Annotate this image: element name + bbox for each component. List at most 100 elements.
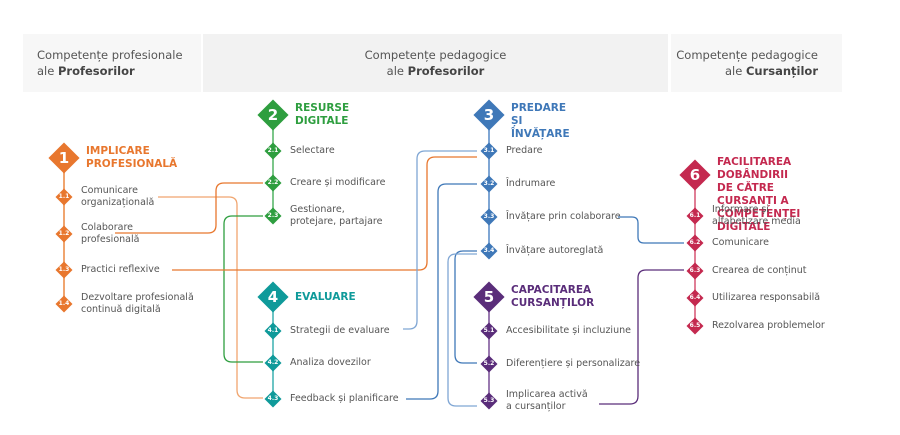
competence-label: Feedback și planificare (290, 393, 399, 406)
competence-label: Comunicare (712, 237, 769, 250)
area-title-line: DE CĂTRE CURSANȚI A (717, 181, 789, 207)
competence-label: Practici reflexive (81, 264, 160, 277)
area-spine-line (488, 297, 490, 401)
area-title-line: CAPACITAREA (511, 284, 592, 296)
competence-number: 3.3 (483, 213, 495, 220)
competence-number: 1.1 (58, 193, 70, 200)
competence-label-line: continuă digitală (81, 304, 161, 315)
connection-3-2-to-4-3 (406, 183, 477, 400)
competence-label: Crearea de conținut (712, 265, 806, 278)
competence-label: Creare și modificare (290, 177, 385, 190)
area-title-line: CURSANȚILOR (511, 297, 595, 309)
connection-5-3-to-6-3 (599, 269, 684, 405)
header-band-pedagogic-teachers: Competențe pedagogice ale Profesorilor (203, 34, 668, 92)
area-title-line: IMPLICARE (86, 145, 150, 157)
competence-label: Rezolvarea problemelor (712, 320, 825, 333)
competence-label-line: protejare, partajare (290, 216, 383, 227)
area-title: EVALUARE (295, 291, 356, 304)
header-prefix: ale (724, 64, 746, 78)
competence-label-line: Colaborare (81, 221, 134, 233)
competence-label-line: profesională (81, 234, 140, 245)
competence-label-line: Utilizarea responsabilă (712, 292, 821, 303)
competence-label-line: Creare și modificare (290, 177, 386, 188)
competence-number: 4.3 (267, 395, 279, 402)
competence-number: 2.2 (267, 179, 279, 186)
competence-label-line: Comunicare (712, 237, 769, 248)
area-number: 2 (267, 106, 279, 124)
area-title-line: EVALUARE (295, 290, 356, 303)
competence-label-line: a cursanților (506, 401, 566, 412)
competence-label-line: Predare (506, 145, 543, 156)
competence-number: 3.2 (483, 180, 495, 187)
area-title-line: PREDARE (511, 102, 567, 114)
competence-number: 5.3 (483, 397, 495, 404)
competence-label-line: Accesibilitate și incluziune (506, 325, 631, 336)
competence-label-line: Învățare prin colaborare (506, 211, 621, 222)
header-line1: Competențe pedagogice (676, 48, 818, 62)
competence-label: Predare (506, 145, 543, 158)
competence-label-line: Implicarea activă (506, 388, 588, 400)
competence-number: 4.1 (267, 327, 279, 334)
connection-1-1-to-4-3 (158, 196, 263, 399)
area-title-line: ȘI ÎNVĂȚARE (511, 115, 570, 140)
competence-label: Accesibilitate și incluziune (506, 325, 631, 338)
connection-3-3-to-6-2 (618, 216, 684, 244)
competence-label-line: alfabetizare media (712, 216, 801, 227)
area-number: 4 (267, 288, 279, 306)
area-number: 5 (483, 288, 495, 306)
competence-label-line: Rezolvarea problemelor (712, 320, 825, 331)
competence-number: 6.3 (689, 267, 701, 274)
competence-label: Strategii de evaluare (290, 325, 390, 338)
competence-number: 6.2 (689, 239, 701, 246)
competence-number: 1.3 (58, 266, 70, 273)
connection-3-4-to-5-3 (447, 253, 477, 407)
competence-label-line: Îndrumare (506, 178, 556, 189)
competence-number: 6.1 (689, 212, 701, 219)
competence-label-line: Învățare autoreglată (506, 245, 604, 256)
competence-label-line: Comunicare (81, 184, 138, 196)
competence-label-line: Crearea de conținut (712, 265, 807, 276)
competence-number: 1.4 (58, 300, 70, 307)
competence-label-line: Dezvoltare profesională (81, 291, 194, 303)
competence-number: 1.2 (58, 230, 70, 237)
competence-number: 5.1 (483, 327, 495, 334)
header-bold: Profesorilor (57, 64, 135, 78)
competence-label-line: Practici reflexive (81, 264, 160, 275)
header-text-professional: Competențe profesionale ale Profesorilor (37, 47, 183, 79)
connection-3-1-to-4-1 (403, 150, 477, 330)
connection-3-4-to-5-2 (454, 250, 477, 364)
competence-label: Îndrumare (506, 178, 555, 191)
competence-label: Diferențiere și personalizare (506, 358, 640, 371)
header-text-pedagogic-learners: Competențe pedagogice ale Cursanților (676, 47, 818, 79)
area-title-line: COMPETENȚEI DIGITALE (717, 207, 801, 233)
area-number: 1 (58, 149, 70, 167)
area-number: 3 (483, 106, 495, 124)
area-spine-line (272, 115, 274, 216)
competence-label-line: Strategii de evaluare (290, 325, 390, 336)
competence-label-line: Diferențiere și personalizare (506, 358, 641, 369)
competence-number: 2.3 (267, 212, 279, 219)
competence-label: Analiza dovezilor (290, 357, 371, 370)
competence-number: 3.4 (483, 247, 495, 254)
header-line1: Competențe pedagogice (364, 48, 507, 62)
competence-number: 6.5 (689, 322, 701, 329)
competence-number: 3.1 (483, 147, 495, 154)
competence-label-line: Gestionare, (290, 203, 345, 215)
competence-number: 5.2 (483, 360, 495, 367)
competence-number: 6.4 (689, 294, 701, 301)
competence-label: Selectare (290, 145, 335, 158)
header-band-pedagogic-learners: Competențe pedagogice ale Cursanților (671, 34, 842, 92)
area-title-line: FACILITAREA DOBÂNDIRII (717, 155, 792, 181)
header-bold: Cursanților (745, 64, 818, 78)
